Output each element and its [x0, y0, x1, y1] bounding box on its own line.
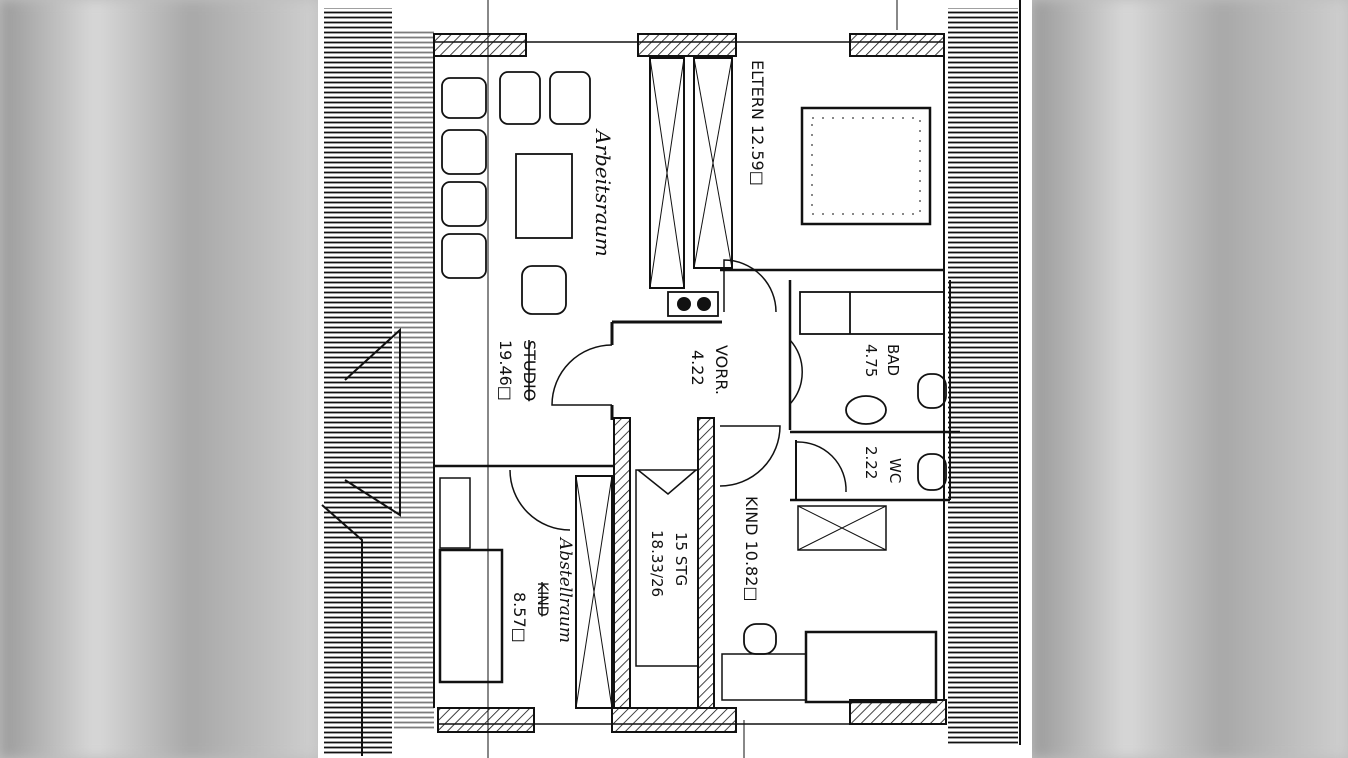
wardrobe-kind [797, 505, 887, 551]
stair-arrow [637, 469, 697, 495]
wall-bottom-mid [611, 707, 737, 733]
room-label-arbeitsraum: Arbeitsraum [591, 128, 615, 257]
wardrobe-kind-left [575, 475, 613, 709]
toilet-bad [917, 373, 947, 409]
room-area-studio: 19.46□ [496, 340, 515, 401]
stairs-label-dimensions: 18.33/26 [648, 530, 666, 597]
room-area-vorr: 4.22 [688, 350, 707, 386]
door-swing [509, 469, 571, 531]
toilet-wc [917, 453, 947, 491]
door-swing [795, 441, 847, 493]
room-label-bad: BAD [884, 344, 902, 376]
door-swing [723, 259, 777, 313]
room-area-kind-left: 8.57□ [510, 592, 529, 643]
stove-burner [677, 297, 691, 311]
room-label-abstellraum: Abstellraum [555, 536, 575, 643]
door-swing [551, 344, 613, 406]
wall-bottom-right [849, 699, 947, 725]
wardrobe [649, 57, 685, 289]
wall-top-left [433, 33, 527, 57]
desk-left [439, 477, 471, 549]
chair [441, 181, 487, 227]
staircase [635, 469, 699, 667]
blurred-background-left [0, 0, 318, 758]
table [515, 153, 573, 239]
wall-top-right [849, 33, 945, 57]
desk-chair [743, 623, 777, 655]
roof-hatching-left [324, 8, 392, 756]
roof-hatching-right [948, 8, 1018, 746]
chair [499, 71, 541, 125]
room-label-vorr: VORR. [712, 345, 731, 395]
chair [441, 129, 487, 175]
floor-plan-sheet: ELTERN 12.59□ Arbeitsraum STUDIO 19.46□ … [318, 0, 1032, 758]
blurred-background-right [1032, 0, 1348, 758]
room-area-wc: 2.22 [862, 446, 880, 479]
wardrobe-cross [693, 57, 733, 269]
wardrobe-cross [575, 475, 613, 709]
wall-vorr-left [613, 417, 631, 709]
wardrobe [693, 57, 733, 269]
wall-vorr-right [697, 417, 715, 709]
chair [441, 233, 487, 279]
desk [721, 653, 807, 701]
double-bed-mattress [811, 117, 921, 215]
bathtub [799, 291, 945, 335]
single-bed-left [438, 548, 504, 684]
armchair [521, 265, 567, 315]
wardrobe-cross [649, 57, 685, 289]
roof-line-left [344, 327, 401, 517]
chair [549, 71, 591, 125]
door-swing [789, 339, 803, 405]
stairs-label-steps: 15 STG [672, 532, 690, 586]
wall-bottom-left [437, 707, 535, 733]
room-label-eltern: ELTERN 12.59□ [748, 60, 767, 186]
chair [441, 77, 487, 119]
room-area-bad: 4.75 [862, 344, 880, 377]
door-swing [719, 425, 781, 487]
wall-top-mid [637, 33, 737, 57]
stove-burner [697, 297, 711, 311]
single-bed [804, 630, 938, 704]
room-label-wc: WC [886, 458, 904, 483]
stove [667, 291, 719, 317]
wardrobe-cross [797, 505, 887, 551]
washbasin [845, 395, 887, 425]
floor-plan-drawing: ELTERN 12.59□ Arbeitsraum STUDIO 19.46□ … [321, 0, 1021, 758]
room-label-studio: STUDIO [520, 340, 539, 401]
room-label-kind-left: KIND [534, 582, 550, 617]
double-bed [800, 106, 932, 226]
room-label-kind-right: KIND 10.82□ [742, 496, 761, 602]
roof-edge-left [321, 504, 363, 756]
